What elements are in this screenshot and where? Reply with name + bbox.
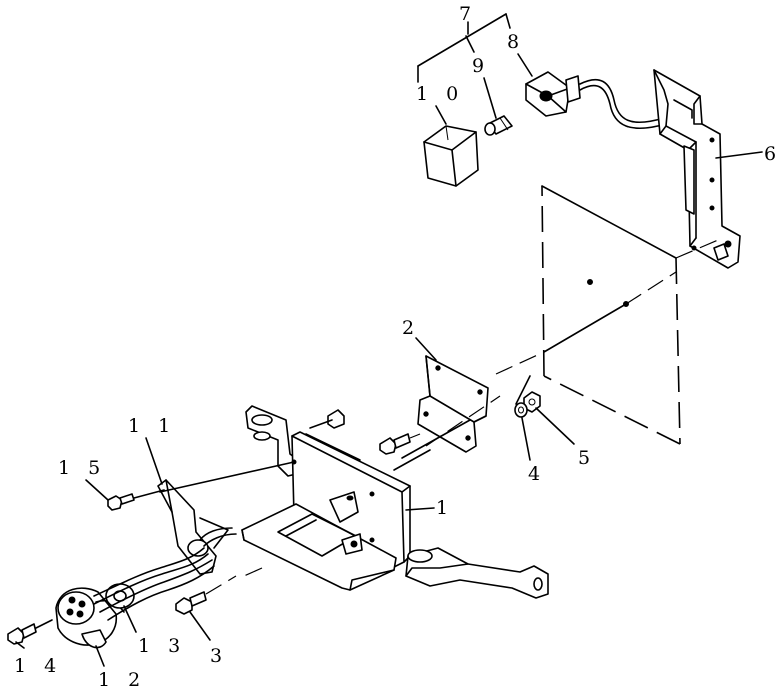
callout-14: 1 4 — [14, 655, 62, 677]
callout-1: 1 — [436, 497, 454, 519]
long-arm-bracket — [405, 547, 549, 599]
callout-7: 7 — [459, 3, 477, 25]
assembly-lines — [159, 375, 531, 577]
part-13-grommet — [105, 583, 135, 609]
callout-11: 1 1 — [128, 415, 176, 437]
part-6-lamp-bracket — [653, 69, 741, 269]
bolt-top — [305, 409, 361, 461]
callout-2: 2 — [402, 317, 420, 339]
callout-15: 1 5 — [58, 457, 106, 479]
callout-13: 1 3 — [138, 635, 186, 657]
part-11-connector-bracket — [157, 479, 229, 575]
part-1-main-bracket — [241, 405, 411, 591]
leader-lines — [15, 13, 763, 667]
part-2-bracket — [417, 355, 489, 453]
callout-9: 9 — [472, 55, 490, 77]
part-14-bolt — [7, 619, 53, 645]
callout-12: 1 2 — [98, 669, 146, 691]
callout-3: 3 — [210, 645, 228, 667]
callout-10: 1 0 — [416, 83, 464, 105]
callout-5: 5 — [578, 447, 596, 469]
callout-8: 8 — [507, 31, 525, 53]
callout-labels: 7 8 9 1 0 6 2 1 4 5 3 1 1 1 5 1 3 1 2 1 … — [14, 3, 782, 691]
part-10-lens-cap — [423, 125, 479, 187]
part-4-washer — [514, 402, 528, 418]
part-12-trailer-socket — [55, 587, 125, 649]
part-15-bolt — [107, 489, 165, 511]
callout-4: 4 — [528, 463, 546, 485]
callout-6: 6 — [764, 143, 782, 165]
mounting-panel — [495, 185, 719, 445]
part-3-bolt — [175, 575, 237, 615]
part-9-bulb — [484, 115, 513, 136]
bolt-part-2 — [379, 433, 421, 455]
part-8-lamp-socket — [525, 71, 687, 129]
